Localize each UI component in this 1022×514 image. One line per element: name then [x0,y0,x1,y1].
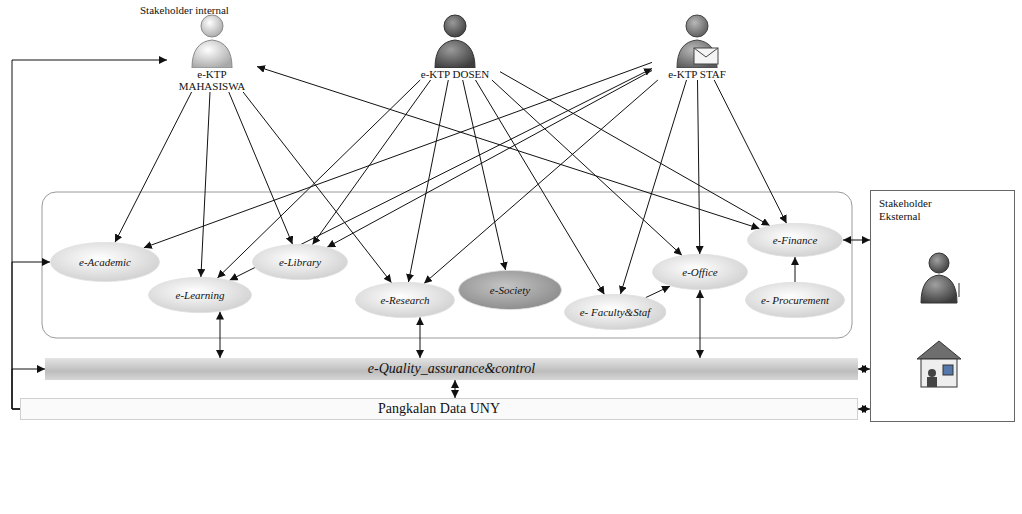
connector-arrow [646,286,670,298]
connector-arrow [420,317,421,358]
node-text: e-Academic [79,256,131,268]
connector-arrow [201,92,210,277]
service-ellipse: e- Procurement [745,282,845,318]
connector-arrow [115,92,192,242]
connector-arrow [455,380,456,398]
connector-arrow [12,60,167,409]
connector-arrow [843,240,870,241]
services-container [42,192,852,338]
node-text: e-Finance [773,234,818,246]
connector-arrow [313,80,431,245]
connector-arrow [700,290,701,358]
external-icons [871,191,1016,423]
external-box: Stakeholder Eksternal [870,190,1015,422]
stakeholder-node: e-KTP DOSEN [410,12,500,80]
node-text: e-KTP DOSEN [410,68,500,80]
service-ellipse: e-Research [355,282,455,318]
node-text: e- Faculty&Staf [580,306,651,318]
person-icon [430,12,480,68]
stakeholder-node: e-KTP MAHASISWA [167,12,257,92]
node-text: Stakeholder Eksternal [871,191,959,223]
node-text: Pangkalan Data UNY [378,401,500,417]
connector-arrow [257,67,760,229]
connector-arrow [144,62,652,247]
connector-arrow [698,80,700,254]
layer-band: Pangkalan Data UNY [20,398,858,420]
node-text: e-Quality_assurance&control [368,361,535,377]
connector-arrow [795,257,796,282]
connector-arrow [858,369,870,370]
connector-arrow [714,80,786,223]
connector-arrow [858,409,870,410]
connector-arrow [424,80,658,283]
stakeholder-node: e-KTP STAF [652,12,742,80]
service-ellipse: e-Learning [148,277,252,313]
connector-arrow [463,80,506,270]
service-ellipse: e-Society [458,270,562,310]
person-icon [187,12,237,68]
service-ellipse: e-Library [252,244,348,280]
person-icon [672,12,722,68]
section-label: Stakeholder internal [140,4,229,16]
node-text: e-Library [279,256,321,268]
connector-arrow [220,312,221,358]
node-text: e-Research [380,294,429,306]
layer-band: e-Quality_assurance&control [45,358,858,380]
connector-arrow [230,69,652,281]
node-text: e-KTP STAF [652,68,742,80]
node-text: e-KTP MAHASISWA [167,68,257,92]
connector-arrow [500,72,770,226]
node-text: e-Society [490,284,530,296]
service-ellipse: e-Finance [747,223,843,257]
connector-arrow [12,262,50,409]
service-ellipse: e-Academic [50,242,160,282]
connector-arrow [327,71,652,248]
connector-arrow [243,92,391,283]
service-ellipse: e- Faculty&Staf [564,294,667,330]
connector-arrow [476,80,605,294]
service-ellipse: e-Office [652,254,748,290]
node-text: e-Office [682,266,717,278]
node-text: e- Procurement [761,294,829,306]
node-text: e-Learning [176,289,225,301]
